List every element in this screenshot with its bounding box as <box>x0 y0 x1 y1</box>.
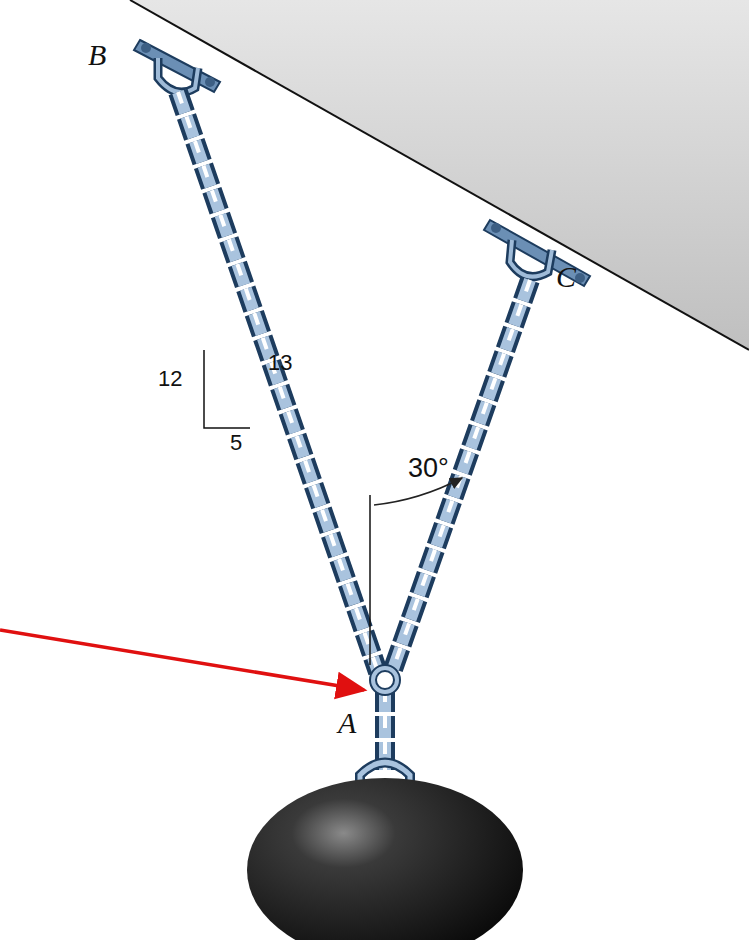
point-label: C <box>556 262 576 292</box>
slope-number: 13 <box>268 352 292 374</box>
wrecking-ball <box>247 778 523 940</box>
slope-number: 5 <box>230 432 242 454</box>
vertical-reference <box>369 495 371 665</box>
ring-a-inner <box>373 668 397 692</box>
point-label: A <box>338 708 356 738</box>
chain-ab <box>178 92 378 672</box>
angle-arc <box>374 478 462 505</box>
pointer-arrow <box>0 630 364 690</box>
ring-a <box>373 668 397 692</box>
slope-number: 12 <box>158 368 182 390</box>
point-label: B <box>88 40 106 70</box>
chain-ac <box>392 280 530 672</box>
bracket-b <box>134 40 220 92</box>
ceiling-line <box>130 0 749 350</box>
slope-triangle <box>204 350 250 428</box>
ceiling-surface <box>130 0 749 350</box>
angle-label: 30° <box>408 455 449 482</box>
